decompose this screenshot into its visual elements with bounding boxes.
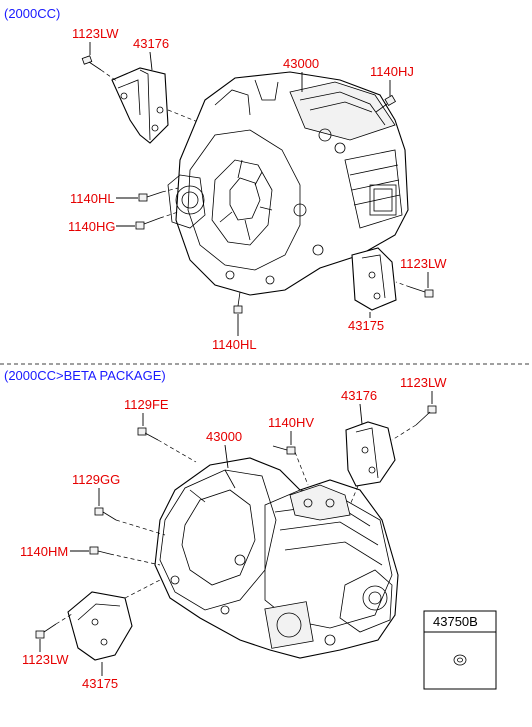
- label-43176-top: 43176: [133, 36, 169, 51]
- label-43750b: 43750B: [433, 614, 478, 629]
- label-1129gg: 1129GG: [72, 472, 120, 487]
- bolt-1123lw-top: [81, 55, 102, 71]
- inset-43750b-box: [423, 610, 497, 690]
- label-1123lw-right-bottom: 1123LW: [400, 375, 447, 390]
- label-1123lw-left-bottom: 1123LW: [22, 652, 69, 667]
- label-43175-top: 43175: [348, 318, 384, 333]
- bolt-1123lw-right-top: [409, 286, 434, 298]
- bolt-1140hl-bottom: [233, 291, 243, 314]
- bolt-1140hm: [89, 546, 111, 555]
- bolt-1129gg: [94, 507, 117, 521]
- section-header-2000cc: (2000CC): [4, 6, 60, 21]
- label-1140hm: 1140HM: [20, 544, 68, 559]
- transaxle-43000-top: [167, 71, 409, 296]
- bolt-1140hj: [375, 94, 397, 113]
- label-43000-bottom: 43000: [206, 429, 242, 444]
- label-1123lw-top: 1123LW: [72, 26, 119, 41]
- label-1140hj: 1140HJ: [370, 64, 414, 79]
- label-43176-bottom: 43176: [341, 388, 377, 403]
- bolt-1123lw-right-bottom: [415, 405, 437, 426]
- label-1140hl-bottom: 1140HL: [212, 337, 257, 352]
- label-1140hl-left: 1140HL: [70, 191, 115, 206]
- bolt-1129fe: [137, 427, 159, 441]
- bolt-1123lw-left-bottom: [35, 623, 57, 639]
- washer-icon: [453, 654, 467, 666]
- label-1123lw-right-top: 1123LW: [400, 256, 447, 271]
- label-43000-top: 43000: [283, 56, 319, 71]
- label-1140hg: 1140HG: [68, 219, 115, 234]
- bolt-1140hv: [272, 445, 296, 455]
- bracket-43176-bottom: [345, 421, 396, 487]
- bolt-1140hg: [135, 217, 161, 230]
- transaxle-43000-bottom: [154, 457, 399, 659]
- bracket-43175-top: [351, 247, 397, 311]
- bracket-43176-top: [111, 67, 169, 144]
- section-header-beta-package: (2000CC>BETA PACKAGE): [4, 368, 166, 383]
- label-1129fe: 1129FE: [124, 397, 169, 412]
- label-1140hv: 1140HV: [268, 415, 314, 430]
- bracket-43175-bottom: [67, 591, 133, 661]
- label-43175-bottom: 43175: [82, 676, 118, 691]
- bolt-1140hl-left: [138, 191, 163, 202]
